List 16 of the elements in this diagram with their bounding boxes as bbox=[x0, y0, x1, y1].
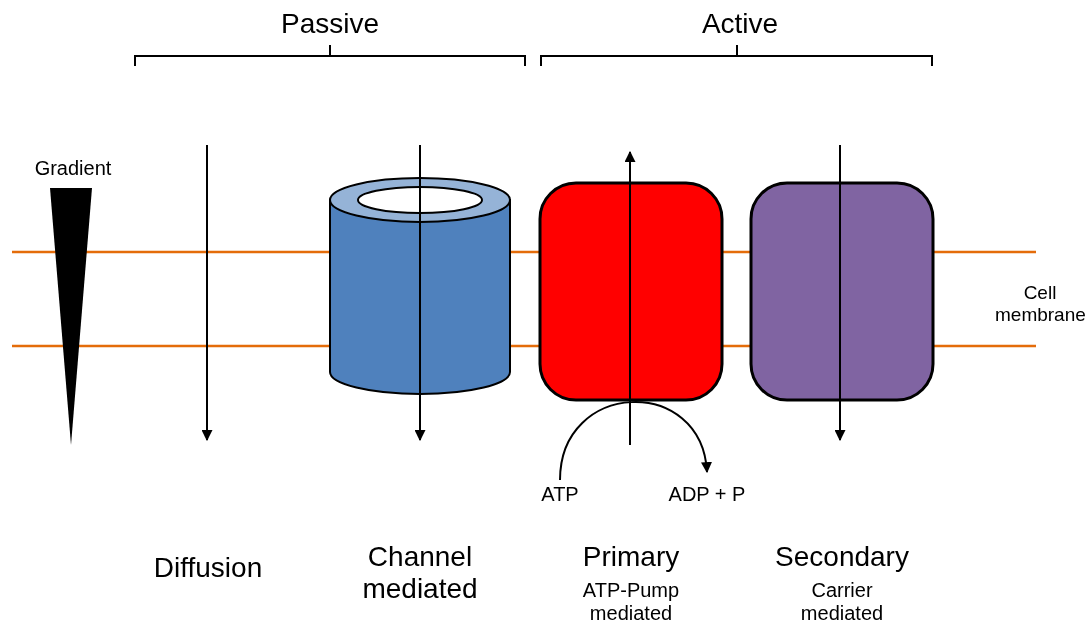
channel-protein-cylinder bbox=[328, 176, 512, 398]
group-heading: Active bbox=[700, 8, 780, 41]
gradient-label: Gradient bbox=[33, 157, 113, 180]
caption: Primary bbox=[581, 541, 681, 574]
reaction-label: ATP bbox=[534, 480, 586, 508]
caption: Channel mediated bbox=[361, 541, 479, 606]
pump-protein-box bbox=[538, 181, 724, 402]
carrier-protein-box bbox=[749, 181, 935, 402]
reaction-label: ADP + P bbox=[652, 480, 762, 508]
caption: Diffusion bbox=[152, 552, 264, 585]
sub-caption: Carrier mediated bbox=[799, 579, 885, 625]
sub-caption: ATP-Pump mediated bbox=[581, 579, 681, 625]
curved-arrow bbox=[559, 401, 711, 481]
group-heading: Passive bbox=[279, 8, 380, 41]
caption: Secondary bbox=[774, 541, 910, 574]
membrane-label: Cell membrane bbox=[995, 282, 1085, 326]
